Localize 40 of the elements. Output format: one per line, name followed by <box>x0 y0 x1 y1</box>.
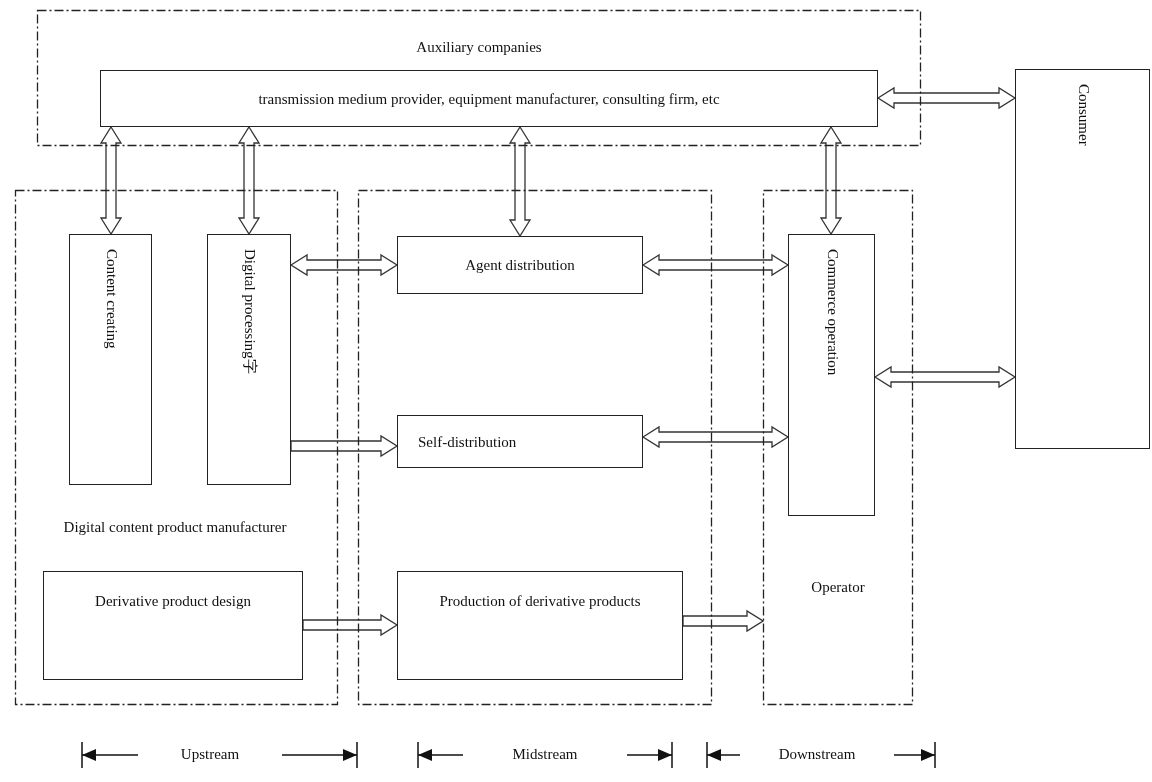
block-arrow <box>99 125 123 236</box>
process-box <box>207 234 291 485</box>
process-box <box>69 234 152 485</box>
group-label: Auxiliary companies <box>415 38 543 57</box>
group-label: Operator <box>810 578 866 597</box>
group-frame <box>763 190 913 705</box>
block-arrow <box>289 253 399 277</box>
block-arrow <box>508 125 532 238</box>
process-box <box>397 415 643 468</box>
box-label: Digital processing字 <box>241 249 260 376</box>
block-arrow <box>302 613 399 637</box>
process-box <box>397 236 643 294</box>
process-box <box>788 234 875 516</box>
group-frame <box>37 10 921 146</box>
box-label: Derivative product design <box>94 592 252 611</box>
group-label: Digital content product manufacturer <box>62 518 288 537</box>
block-arrow <box>819 125 843 236</box>
block-arrow <box>682 609 765 633</box>
block-arrow <box>641 253 790 277</box>
block-arrow <box>237 125 261 236</box>
process-box <box>397 571 683 680</box>
stream-label: Downstream <box>777 745 857 764</box>
group-frame <box>15 190 338 705</box>
process-box <box>100 70 878 127</box>
process-box <box>43 571 303 680</box>
block-arrow <box>873 365 1017 389</box>
box-label: Self-distribution <box>418 432 517 452</box>
box-label: Content creating <box>102 249 121 351</box>
box-label: Production of derivative products <box>438 592 642 611</box>
box-label: Agent distribution <box>464 255 576 275</box>
stream-label: Upstream <box>179 745 241 764</box>
stream-label: Midstream <box>511 745 579 764</box>
block-arrow <box>876 86 1017 110</box>
block-arrow <box>641 425 790 449</box>
process-box <box>1015 69 1150 449</box>
group-frame <box>358 190 712 705</box>
box-label: transmission medium provider, equipment manufacturer, consulting firm, etc <box>257 89 721 109</box>
box-label: Commerce operation <box>823 249 842 378</box>
block-arrow <box>290 434 399 458</box>
box-label: Consumer <box>1074 84 1093 148</box>
